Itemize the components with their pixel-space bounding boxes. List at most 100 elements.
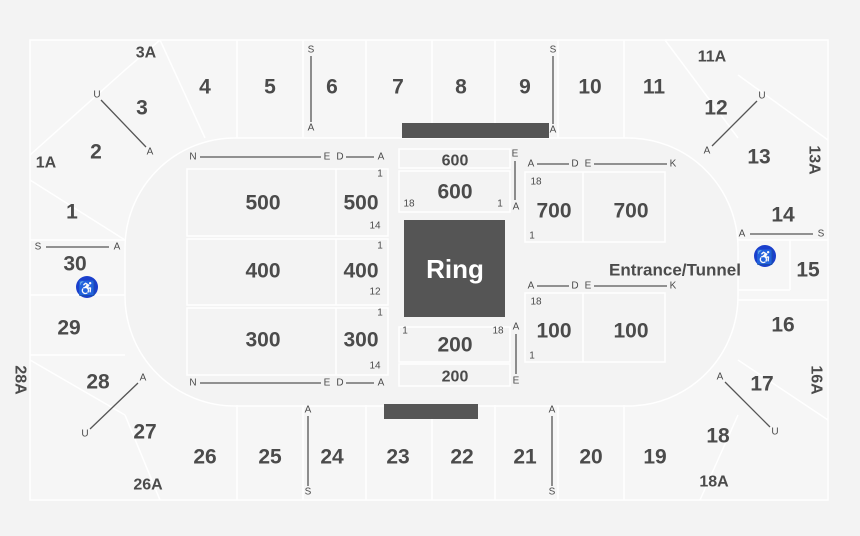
aisle-lines: [46, 56, 813, 486]
section-22[interactable]: 22: [450, 446, 473, 469]
row-marker: A: [528, 159, 535, 170]
section-26a[interactable]: 26A: [133, 477, 163, 494]
floor-section-700[interactable]: 700: [536, 200, 571, 223]
row-marker: 1: [529, 351, 535, 362]
section-27[interactable]: 27: [133, 421, 156, 444]
row-marker: 1: [377, 169, 383, 180]
row-marker: S: [550, 45, 557, 56]
row-marker: 12: [369, 287, 381, 298]
section-18a[interactable]: 18A: [699, 474, 729, 491]
stage-bar-bottom: [384, 404, 478, 419]
row-marker: S: [549, 487, 556, 498]
floor-section-200[interactable]: 200: [442, 369, 469, 386]
row-marker: D: [571, 281, 578, 292]
section-12[interactable]: 12: [704, 97, 727, 120]
floor-section-500[interactable]: 500: [343, 192, 378, 215]
ring-label: Ring: [426, 254, 484, 284]
section-20[interactable]: 20: [579, 446, 602, 469]
row-marker: S: [818, 229, 825, 240]
row-marker: S: [35, 242, 42, 253]
row-marker: N: [189, 378, 196, 389]
row-marker: K: [670, 159, 677, 170]
floor-section-600[interactable]: 600: [437, 181, 472, 204]
section-19[interactable]: 19: [643, 446, 666, 469]
row-marker: E: [512, 149, 519, 160]
row-marker: U: [771, 427, 778, 438]
row-marker: 1: [529, 231, 535, 242]
section-10[interactable]: 10: [578, 76, 601, 99]
section-17[interactable]: 17: [750, 373, 773, 396]
aisle-line: [89, 382, 139, 430]
section-30[interactable]: 30: [63, 253, 86, 276]
section-28a[interactable]: 28A: [12, 365, 29, 395]
row-marker: K: [670, 281, 677, 292]
section-16[interactable]: 16: [771, 314, 794, 337]
section-8[interactable]: 8: [455, 76, 467, 99]
row-marker: E: [585, 159, 592, 170]
row-marker: A: [513, 202, 520, 213]
floor-section-300[interactable]: 300: [245, 329, 280, 352]
row-marker: A: [305, 405, 312, 416]
section-18[interactable]: 18: [706, 425, 730, 448]
section-11[interactable]: 11: [643, 76, 666, 99]
section-13a[interactable]: 13A: [806, 145, 823, 175]
row-marker: A: [378, 152, 385, 163]
row-marker: S: [305, 487, 312, 498]
section-4[interactable]: 4: [199, 76, 211, 99]
floor-section-100[interactable]: 100: [536, 320, 571, 343]
section-5[interactable]: 5: [264, 76, 276, 99]
row-marker: 1: [377, 241, 383, 252]
section-1a[interactable]: 1A: [36, 155, 57, 172]
row-marker: A: [513, 322, 520, 333]
row-marker: 18: [530, 177, 542, 188]
section-14[interactable]: 14: [771, 204, 795, 227]
row-marker: E: [513, 376, 520, 387]
row-marker: A: [717, 372, 724, 383]
section-1[interactable]: 1: [66, 201, 78, 224]
section-21[interactable]: 21: [513, 446, 537, 469]
section-29[interactable]: 29: [57, 317, 80, 340]
floor-section-100[interactable]: 100: [613, 320, 648, 343]
section-3[interactable]: 3: [136, 97, 148, 120]
row-marker: A: [549, 405, 556, 416]
row-marker: 18: [403, 199, 415, 210]
entrance-tunnel-label: Entrance/Tunnel: [609, 261, 741, 280]
row-marker: 14: [369, 221, 381, 232]
section-3a[interactable]: 3A: [136, 45, 157, 62]
section-15[interactable]: 15: [796, 259, 820, 282]
ring: [404, 220, 505, 317]
section-2[interactable]: 2: [90, 141, 102, 164]
section-26[interactable]: 26: [193, 446, 216, 469]
section-24[interactable]: 24: [320, 446, 344, 469]
row-marker: 18: [530, 297, 542, 308]
section-9[interactable]: 9: [519, 76, 531, 99]
wheelchair-icon: ♿: [754, 245, 776, 267]
row-marker: U: [758, 91, 765, 102]
floor-section-400[interactable]: 400: [245, 260, 280, 283]
section-11a[interactable]: 11A: [698, 49, 727, 66]
section-6[interactable]: 6: [326, 76, 338, 99]
section-16a[interactable]: 16A: [808, 365, 825, 395]
section-13[interactable]: 13: [747, 146, 770, 169]
row-marker: U: [93, 90, 100, 101]
floor-section-500[interactable]: 500: [245, 192, 280, 215]
floor-section-400[interactable]: 400: [343, 260, 378, 283]
row-marker: 14: [369, 361, 381, 372]
row-marker: A: [140, 373, 147, 384]
floor-section-700[interactable]: 700: [613, 200, 648, 223]
section-23[interactable]: 23: [386, 446, 409, 469]
section-28[interactable]: 28: [86, 371, 110, 394]
floor-section-300[interactable]: 300: [343, 329, 378, 352]
section-25[interactable]: 25: [258, 446, 282, 469]
section-7[interactable]: 7: [392, 76, 404, 99]
floor-section-200[interactable]: 200: [437, 334, 472, 357]
floor-section-600[interactable]: 600: [442, 153, 469, 170]
row-marker: 1: [377, 308, 383, 319]
row-marker: A: [739, 229, 746, 240]
row-marker: 1: [497, 199, 503, 210]
row-marker: E: [324, 378, 331, 389]
